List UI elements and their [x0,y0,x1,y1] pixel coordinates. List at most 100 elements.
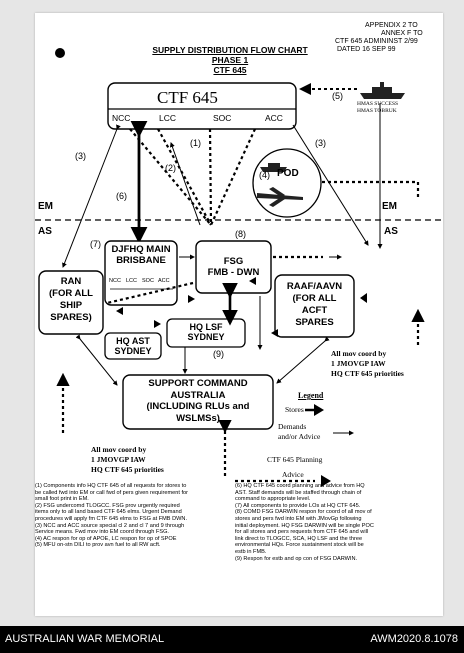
legend-title: Legend [298,391,324,400]
note-line: (5) MFU on-stn DILI to prov avn fuel to … [35,542,161,549]
notes-right: (6) HQ CTF 645 coord planning and advice… [235,483,440,562]
note-line: initial deployment. HQ FSG DARWIN will b… [235,522,374,529]
note-line: (9) Respon for estb and op con of FSG DA… [235,555,358,562]
mov-coord-line: All mov coord by [331,349,387,358]
hqast-line: HQ AST [116,336,150,346]
legend-stores-arrow [314,404,324,416]
appendix-line: DATED 16 SEP 99 [337,46,396,53]
legend-planning-arrow [321,475,331,487]
mov-coord-right: All mov coord by 1 JMOVGP IAW HQ CTF 645… [331,349,404,379]
link-ran-support [75,334,118,386]
binder-hole [55,48,65,58]
note-line: (3) NCC and ACC source special cl 2 and … [35,522,185,529]
raaf-title: RAAF/AAVN (FOR ALL ACFT SPARES [275,281,354,329]
ctf-tab-ncc: NCC [112,113,131,123]
legend-planning-line-text: CTF 645 Planning [267,455,323,464]
support-box-outline [122,374,274,430]
label-1: (1) [190,138,201,148]
legend-demands-line-text: Demands [278,422,307,431]
mov-coord-line: HQ CTF 645 priorities [331,369,404,378]
link-1c [208,128,213,226]
support-line: AUSTRALIA [170,389,226,401]
fsg-line: FSG [223,256,244,267]
legend-planning: CTF 645 Planning Advice [267,452,322,482]
note-line: (8) COMD FSG DARWIN respon for coord of … [235,509,372,516]
ctf-box-outline [107,82,297,130]
support-line: WSLMSs) [176,412,220,424]
link-3-right [292,124,369,246]
label-3-right: (3) [315,138,326,148]
chart-title: SUPPLY DISTRIBUTION FLOW CHART PHASE 1 C… [130,45,330,75]
title-line: CTF 645 [213,65,247,75]
ctf-box-title: CTF 645 [157,88,218,107]
link-2 [169,142,201,226]
ran-box-outline [38,270,104,335]
note-line: environmental HQs. Force sustainment sto… [235,542,364,549]
title-line: SUPPLY DISTRIBUTION FLOW CHART [152,45,308,55]
flow-diagram [35,82,443,487]
marker-triangle [271,329,278,337]
note-line: link direct to TLOGCC, SCA, HQ LSF and t… [235,535,363,542]
marker-triangle [188,295,195,303]
ran-line: SPARES) [50,312,92,323]
label-6: (6) [116,191,127,201]
marker-triangle [249,277,256,285]
label-9: (9) [213,349,224,359]
as-label-right: AS [384,226,398,237]
djfhq-line: DJFHQ MAIN [111,244,171,255]
ran-line: (FOR ALL [49,288,93,299]
title-line: PHASE 1 [211,55,249,65]
appendix-line: ANNEX F TO [381,30,423,37]
ctf-tab-soc: SOC [213,113,232,123]
link-1b [157,128,212,226]
mov-coord-left: All mov coord by 1 JMOVGP IAW HQ CTF 645… [91,445,164,475]
footer-institution: AUSTRALIAN WAR MEMORIAL [5,633,165,645]
note-line: (7) All components to provide LOs at HQ … [235,502,361,509]
ctf-tab-lcc: LCC [159,113,177,123]
raaf-line: (FOR ALL [292,293,337,304]
label-7: (7) [90,239,101,249]
link-1d [210,128,256,226]
mov-coord-line: 1 JMOVGP IAW [91,455,146,464]
note-line: small foot print in EM. [35,496,89,503]
em-label-right: EM [382,201,397,212]
note-line: (6) HQ CTF 645 coord planning and advice… [235,483,365,489]
footer-accession: AWM2020.8.1078 [370,633,458,645]
djfhq-title: DJFHQ MAIN BRISBANE [105,244,177,266]
note-line: (2) FSG undercomd TLOGCC. FSG prov urgen… [35,502,180,509]
note-line: estb in FMB. [235,548,267,555]
mov-coord-line: All mov coord by [91,445,147,454]
link-raaf-support [276,336,330,384]
note-line: command to appropriate level. [235,496,311,503]
label-2: (2) [165,163,176,173]
raaf-line: ACFT [301,305,328,316]
hqast-title: HQ AST SYDNEY [105,336,161,356]
note-line: stores and pers fwd into EM with JMovGp … [235,515,362,522]
fsg-title: FSG FMB - DWN [196,256,271,278]
link-3-left [62,124,121,268]
ship-icon [360,82,405,99]
legend-planning-line-text: Advice [282,470,304,479]
djfhq-tab-acc: ACC [158,278,170,284]
ship-label: HMAS TOBRUK [357,108,397,114]
pod-aircraft-icon [257,187,303,207]
hqlsf-box-outline [166,318,246,348]
pod-label: POD [277,168,299,179]
hqlsf-line: HQ LSF [189,322,223,332]
note-line: (1) Components info HQ CTF 645 of all re… [35,483,187,489]
legend-demands: Demands and/or Advice [278,422,320,442]
link-fsg-ran [106,281,194,305]
note-line: for all stores and pers requests from CT… [235,529,369,536]
raaf-line: SPARES [295,317,334,328]
document-page: APPENDIX 2 TO ANNEX F TO CTF 645 ADMININ… [35,13,443,616]
notes-left: (1) Components info HQ CTF 645 of all re… [35,483,231,549]
raaf-line: RAAF/AAVN [286,281,343,292]
legend-stores: Stores [285,405,304,414]
djfhq-tab-lcc: LCC [126,278,138,284]
support-line: SUPPORT COMMAND [148,378,248,389]
footer-bar: AUSTRALIAN WAR MEMORIAL AWM2020.8.1078 [0,626,464,653]
ship-label: HMAS SUCCESS [357,101,399,107]
note-line: AST. Staff demands will be staffed throu… [235,489,362,496]
mov-coord-line: 1 JMOVGP IAW [331,359,386,368]
appendix-line: CTF 645 ADMININST 2/99 [335,38,418,45]
